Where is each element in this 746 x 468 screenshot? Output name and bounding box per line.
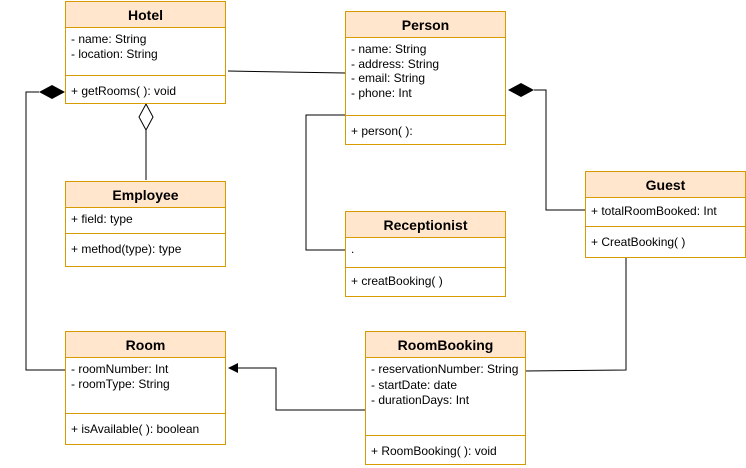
attribute: - durationDays: Int [371, 393, 470, 407]
class-room[interactable]: Room - roomNumber: Int - roomType: Strin… [65, 331, 226, 445]
attribute: - reservationNumber: String [371, 362, 519, 376]
association-hotel-person [227, 70, 346, 74]
attribute: - roomType: String [71, 377, 170, 391]
class-guest-methods: + CreatBooking( ) [586, 227, 745, 254]
method: + CreatBooking( ) [591, 235, 686, 249]
class-guest[interactable]: Guest + totalRoomBooked: Int + CreatBook… [585, 171, 746, 258]
method: + getRooms( ): void [71, 84, 177, 98]
attribute: + field: type [71, 212, 133, 226]
class-roombooking-attributes: - reservationNumber: String - startDate:… [366, 358, 525, 436]
attribute: - name: String [71, 32, 147, 46]
composition-hotel-room [25, 91, 65, 371]
attribute: . [351, 242, 355, 256]
attribute: - phone: Int [351, 85, 412, 100]
method: + creatBooking( ) [351, 274, 443, 288]
composition-person-guest [534, 89, 585, 211]
class-hotel[interactable]: Hotel - name: String - location: String … [65, 1, 226, 104]
attribute: - email: String [351, 71, 426, 85]
class-person[interactable]: Person - name: String - address: String … [345, 11, 506, 145]
class-employee[interactable]: Employee + field: type + method(type): t… [65, 181, 226, 267]
class-employee-name: Employee [66, 182, 225, 208]
class-person-attributes: - name: String - address: String - email… [346, 38, 505, 116]
class-person-name: Person [346, 12, 505, 38]
association-roombooking-room [228, 363, 365, 411]
attribute: + totalRoomBooked: Int [591, 204, 717, 218]
class-receptionist-methods: + creatBooking( ) [346, 268, 505, 293]
class-employee-methods: + method(type): type [66, 234, 225, 261]
composition-diamond-person [508, 83, 534, 97]
class-roombooking[interactable]: RoomBooking - reservationNumber: String … [365, 331, 526, 465]
method: + isAvailable( ): boolean [71, 422, 200, 436]
attribute: - address: String [351, 56, 440, 71]
method: + person( ): [351, 124, 413, 138]
class-room-attributes: - roomNumber: Int - roomType: String [66, 358, 225, 414]
class-guest-name: Guest [586, 172, 745, 198]
class-roombooking-name: RoomBooking [366, 332, 525, 358]
method: + RoomBooking( ): void [371, 444, 497, 458]
attribute: - roomNumber: Int [71, 362, 169, 376]
attribute: - name: String [351, 42, 427, 56]
aggregation-diamond [138, 102, 154, 132]
class-receptionist-name: Receptionist [346, 212, 505, 238]
class-guest-attributes: + totalRoomBooked: Int [586, 198, 745, 227]
composition-diamond-hotel [39, 85, 65, 99]
class-receptionist[interactable]: Receptionist . + creatBooking( ) [345, 211, 506, 297]
class-room-methods: + isAvailable( ): boolean [66, 414, 225, 441]
class-hotel-methods: + getRooms( ): void [66, 76, 225, 103]
class-receptionist-attributes: . [346, 238, 505, 268]
class-hotel-name: Hotel [66, 2, 225, 28]
attribute: - location: String [71, 47, 158, 61]
class-employee-attributes: + field: type [66, 208, 225, 234]
association-guest-roombooking [523, 257, 627, 372]
class-person-methods: + person( ): [346, 116, 505, 143]
class-room-name: Room [66, 332, 225, 358]
attribute: - startDate: date [371, 377, 458, 392]
class-roombooking-methods: + RoomBooking( ): void [366, 436, 525, 463]
class-hotel-attributes: - name: String - location: String [66, 28, 225, 76]
method: + method(type): type [71, 242, 182, 256]
association-person-receptionist [305, 114, 345, 251]
